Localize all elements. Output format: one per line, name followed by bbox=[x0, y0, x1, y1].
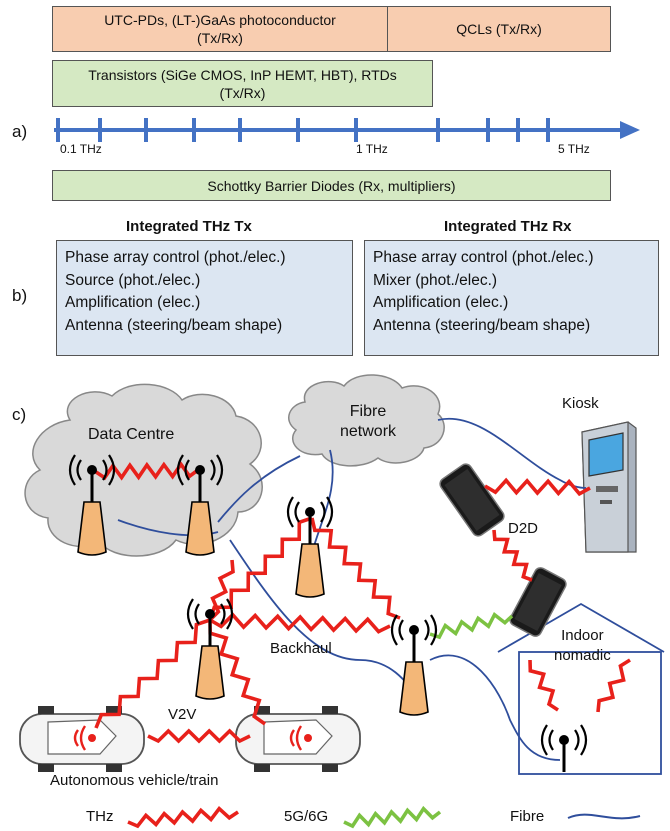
panel-b-label: b) bbox=[12, 286, 28, 305]
tx-list: Phase array control (phot./elec.) Source… bbox=[56, 240, 353, 356]
tick-label-1-thz: 1 THz bbox=[356, 142, 388, 156]
thz-link bbox=[209, 612, 391, 634]
antenna-tower bbox=[390, 613, 438, 717]
rx-title: Integrated THz Rx bbox=[444, 218, 572, 235]
legend-thz-label: THz bbox=[86, 808, 114, 825]
thz-link bbox=[528, 659, 559, 712]
antenna-tower bbox=[286, 495, 334, 599]
rx-item: Amplification (elec.) bbox=[373, 294, 509, 311]
legend-5g6g-line bbox=[343, 805, 442, 829]
phone-icon bbox=[439, 463, 505, 537]
thz-link bbox=[596, 658, 631, 713]
tx-item: Phase array control (phot./elec.) bbox=[65, 249, 286, 266]
thz-link bbox=[208, 559, 235, 622]
data-centre-label: Data Centre bbox=[88, 426, 175, 443]
legend-thz-line bbox=[127, 806, 239, 829]
legend-fibre-label: Fibre bbox=[510, 808, 545, 825]
rx-item: Antenna (steering/beam shape) bbox=[373, 316, 591, 334]
kiosk-icon bbox=[581, 421, 637, 553]
g5g6-link bbox=[429, 612, 514, 640]
thz-link bbox=[147, 728, 251, 744]
legend-5g6g-label: 5G/6G bbox=[284, 808, 329, 825]
backhaul-label: Backhaul bbox=[270, 640, 332, 657]
panel-a-label: a) bbox=[12, 122, 28, 141]
tx-item: Antenna (steering/beam shape) bbox=[65, 316, 283, 334]
car-icon bbox=[235, 706, 361, 772]
v2v-label: V2V bbox=[168, 706, 197, 723]
panel-c-label: c) bbox=[12, 405, 27, 424]
thz-link bbox=[492, 529, 533, 582]
thz-link bbox=[208, 619, 267, 726]
tx-item: Source (phot./elec.) bbox=[65, 271, 201, 289]
fibre-network-label: Fibre network bbox=[340, 403, 397, 440]
thz-link bbox=[484, 477, 591, 497]
transistors-box: Transistors (SiGe CMOS, InP HEMT, HBT), … bbox=[52, 60, 433, 107]
house-roof bbox=[497, 602, 665, 653]
frequency-axis bbox=[54, 118, 640, 142]
d2d-label: D2D bbox=[508, 520, 539, 537]
legend-fibre-line bbox=[567, 813, 641, 820]
indoor-nomadic-label: Indoor nomadic bbox=[554, 627, 611, 664]
tick-label-0-1-thz: 0.1 THz bbox=[60, 142, 102, 156]
utc-pd-box: UTC-PDs, (LT-)GaAs photoconductor (Tx/Rx… bbox=[52, 6, 388, 52]
schottky-box: Schottky Barrier Diodes (Rx, multipliers… bbox=[52, 170, 611, 201]
tx-item: Amplification (elec.) bbox=[65, 294, 201, 311]
thz-link bbox=[94, 618, 211, 729]
tick-label-5-thz: 5 THz bbox=[558, 142, 590, 156]
phone-icon bbox=[509, 567, 567, 637]
rx-list: Phase array control (phot./elec.) Mixer … bbox=[364, 240, 659, 356]
car-icon bbox=[19, 706, 145, 772]
qcl-box: QCLs (Tx/Rx) bbox=[387, 6, 611, 52]
thz-link bbox=[310, 517, 401, 620]
indoor-antenna bbox=[540, 724, 588, 772]
autonomous-vehicle-label: Autonomous vehicle/train bbox=[50, 772, 219, 789]
rx-item: Phase array control (phot./elec.) bbox=[373, 249, 594, 266]
thz-links bbox=[94, 461, 631, 744]
fibre-network-cloud bbox=[287, 374, 445, 467]
tx-title: Integrated THz Tx bbox=[126, 218, 252, 235]
kiosk-label: Kiosk bbox=[562, 395, 599, 412]
rx-item: Mixer (phot./elec.) bbox=[373, 271, 498, 289]
house-walls bbox=[518, 651, 662, 775]
antenna-tower bbox=[186, 597, 234, 701]
